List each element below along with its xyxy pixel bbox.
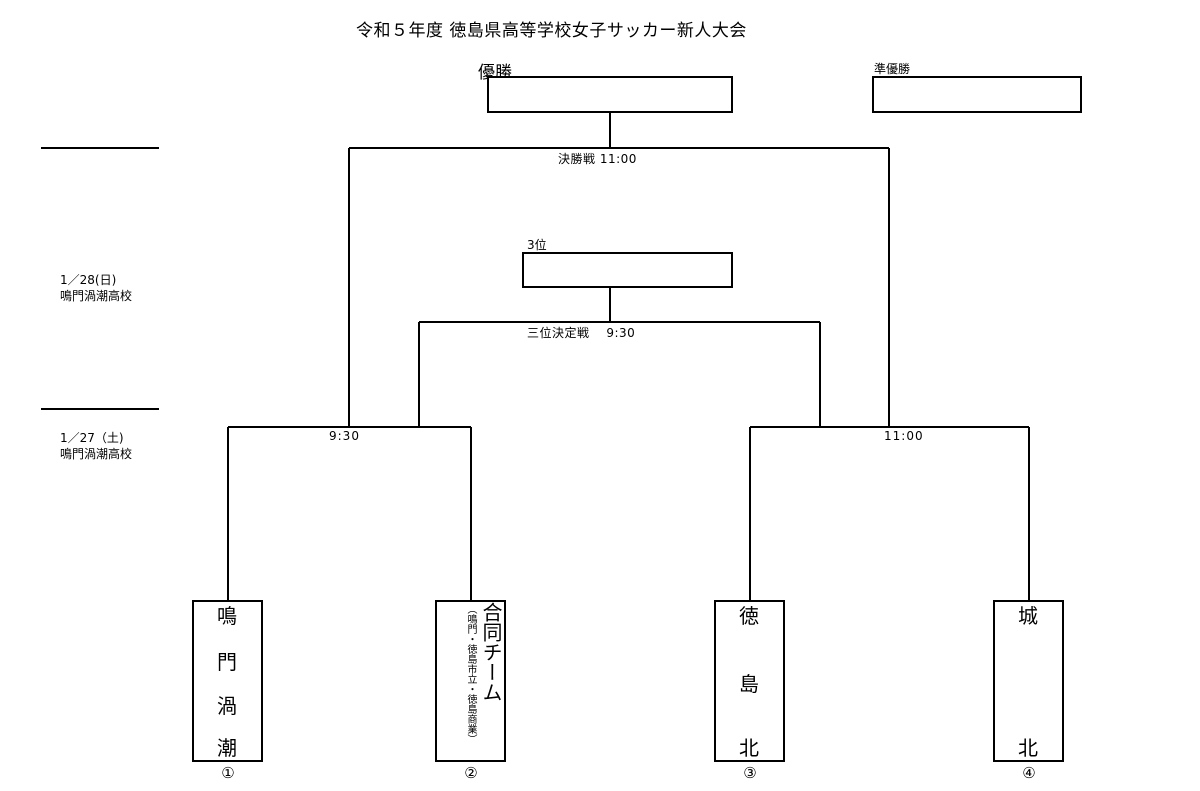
day1-date: 1／27（土) bbox=[60, 431, 124, 445]
team-3-char: 北 bbox=[739, 736, 759, 760]
third-place-match-label: 三位決定戦 9:30 bbox=[527, 326, 636, 340]
team-box-1: 鳴 門 渦 潮 bbox=[192, 600, 263, 762]
team-4-char: 北 bbox=[1018, 736, 1038, 760]
team-1-char: 鳴 bbox=[217, 604, 237, 628]
third-place-box bbox=[522, 252, 733, 288]
team-box-2: （鳴門・徳島市立・徳島商業） 合同チーム bbox=[435, 600, 506, 762]
team-1-char: 門 bbox=[217, 650, 237, 674]
page-title: 令和５年度 徳島県高等学校女子サッカー新人大会 bbox=[356, 21, 747, 41]
day1-venue: 鳴門渦潮高校 bbox=[60, 447, 133, 461]
day2-venue: 鳴門渦潮高校 bbox=[60, 289, 133, 303]
team-2-note: （鳴門・徳島市立・徳島商業） bbox=[465, 604, 476, 744]
final-label: 決勝戦 11:00 bbox=[558, 152, 637, 166]
team-1-char: 渦 bbox=[217, 694, 237, 718]
champion-box bbox=[487, 76, 733, 113]
semi-left-time: 9:30 bbox=[329, 429, 360, 443]
day-separator-top bbox=[41, 147, 159, 149]
team-box-4: 城 北 bbox=[993, 600, 1064, 762]
seed-4: ④ bbox=[1022, 764, 1036, 782]
seed-2: ② bbox=[464, 764, 478, 782]
day2-date: 1／28(日) bbox=[60, 273, 117, 287]
team-1-char: 潮 bbox=[217, 736, 237, 760]
runner-up-box bbox=[872, 76, 1082, 113]
seed-1: ① bbox=[221, 764, 235, 782]
semi-right-time: 11:00 bbox=[884, 429, 924, 443]
team-4-char: 城 bbox=[1018, 604, 1038, 628]
team-box-3: 徳 島 北 bbox=[714, 600, 785, 762]
day-separator-bottom bbox=[41, 408, 159, 410]
third-place-label: 3位 bbox=[527, 238, 547, 252]
seed-3: ③ bbox=[743, 764, 757, 782]
runner-up-label: 準優勝 bbox=[874, 62, 911, 76]
team-2-name: 合同チーム bbox=[479, 602, 503, 702]
team-3-char: 徳 bbox=[739, 604, 759, 628]
team-3-char: 島 bbox=[739, 672, 759, 696]
